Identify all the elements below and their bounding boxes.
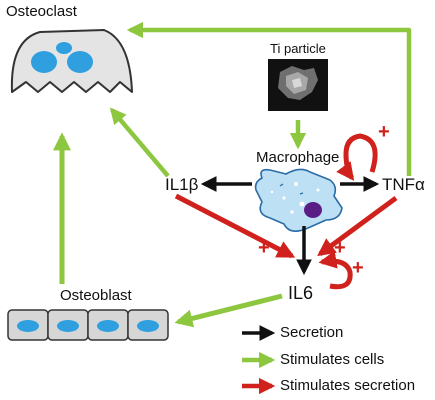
legend-label-stimulates-secretion: Stimulates secretion	[280, 377, 416, 394]
arrow-tnfa-autocrine	[336, 133, 378, 181]
osteoclast-nucleus	[56, 42, 72, 54]
arrow-tnfa-to-il6	[317, 195, 398, 257]
plus-sign: +	[378, 121, 390, 143]
arrow-il1b-to-osteoclast	[109, 107, 170, 178]
osteoclast-cell	[10, 29, 133, 93]
stimulates-cells-arrows	[53, 21, 412, 328]
il1b-label: IL1β	[165, 175, 199, 194]
legend-label-secretion: Secretion	[280, 324, 344, 341]
osteoclast-nucleus	[67, 51, 93, 73]
osteoblast-cells	[7, 309, 169, 341]
legend-label-stimulates-cells: Stimulates cells	[280, 351, 385, 368]
ti-particle-label: Ti particle	[270, 41, 326, 56]
secretion-arrows	[200, 176, 380, 276]
stimulates-secretion-arrows	[174, 133, 398, 290]
arrow-tnfa-to-osteoclast	[126, 21, 412, 176]
arrow-il6-autocrine	[318, 250, 353, 290]
plus-sign: +	[334, 237, 346, 259]
legend-swatches	[242, 325, 276, 395]
tnfa-label: TNFα	[382, 175, 425, 194]
arrow-il6-to-osteoblast	[174, 293, 283, 328]
osteoblast-label: Osteoblast	[60, 287, 132, 304]
macrophage-label: Macrophage	[256, 149, 340, 166]
arrow-il1b-to-il6	[174, 193, 296, 259]
plus-sign: +	[258, 237, 270, 259]
plus-sign: +	[352, 257, 364, 279]
osteoclast-label: Osteoclast	[6, 3, 77, 20]
macrophage-nucleus	[304, 202, 322, 218]
macrophage-cell	[254, 168, 343, 232]
il6-label: IL6	[288, 283, 314, 303]
ti-particle-image	[268, 59, 328, 111]
osteoclast-nucleus	[31, 51, 57, 73]
